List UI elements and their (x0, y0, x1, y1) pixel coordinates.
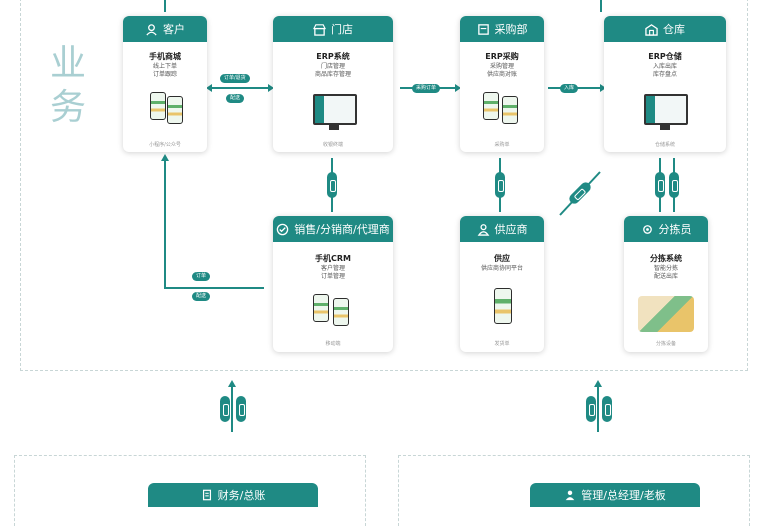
person-icon (477, 223, 489, 236)
flow-label-delivery: 配送 (226, 94, 245, 103)
finance-header[interactable]: 财务/总账 (148, 483, 318, 507)
card-store-title: ERP系统 (316, 52, 350, 61)
side-label: 业务 (44, 42, 92, 130)
card-purchase-footer: 采购单 (494, 142, 510, 148)
card-purchase-desc: 采购管理 供应商对账 (486, 63, 517, 78)
flow-label-purchase-order: 采购订单 (412, 84, 441, 93)
card-supplier-desc: 供应商协同平台 (480, 265, 523, 272)
store-icon (313, 23, 326, 36)
card-customer-desc: 线上下单 订单跟踪 (152, 63, 177, 78)
user-icon (146, 23, 157, 36)
card-warehouse-title: ERP仓储 (648, 52, 682, 61)
handshake-icon (277, 223, 289, 235)
phone-illustration (333, 298, 349, 326)
card-purchase[interactable]: 采购部 ERP采购 采购管理 供应商对账 采购单 (460, 16, 544, 152)
card-warehouse-header: 仓库 (604, 16, 726, 42)
card-warehouse-head-label: 仓库 (663, 23, 685, 36)
card-supplier-footer: 发货单 (494, 341, 510, 347)
monitor-illustration (644, 94, 688, 130)
card-purchase-head-label: 采购部 (494, 23, 528, 36)
card-sorting[interactable]: 分拣员 分拣系统 智能分拣 配送出库 分拣设备 (624, 216, 708, 352)
connector-business-finance-1 (220, 396, 230, 422)
card-purchase-title: ERP采购 (485, 52, 519, 61)
card-purchase-header: 采购部 (460, 16, 544, 42)
card-sales-head-label: 销售/分销商/代理商 (294, 223, 390, 236)
phone-illustration (494, 288, 512, 324)
card-sales-title: 手机CRM (315, 254, 351, 263)
arrow-stub-top-2 (600, 0, 602, 12)
card-store[interactable]: 门店 ERP系统 门店管理 商品库存管理 收银终端 (273, 16, 393, 152)
card-store-header: 门店 (273, 16, 393, 42)
connector-business-manager-2 (602, 396, 612, 422)
side-label-text: 业务 (49, 43, 86, 128)
phone-illustration (167, 96, 183, 124)
flow-label-order: 订单/退货 (220, 74, 250, 83)
finance-header-label: 财务/总账 (217, 489, 266, 502)
card-sorting-footer: 分拣设备 (655, 341, 676, 347)
card-sorting-head-label: 分拣员 (658, 223, 692, 236)
card-sorting-title: 分拣系统 (650, 254, 682, 263)
sorting-illustration (638, 296, 694, 332)
card-sorting-header: 分拣员 (624, 216, 708, 242)
connector-store-sales (327, 172, 337, 198)
phone-illustration (483, 92, 499, 120)
card-store-footer: 收银终端 (322, 142, 343, 148)
management-header-label: 管理/总经理/老板 (581, 489, 666, 502)
card-sorting-desc: 智能分拣 配送出库 (653, 265, 678, 280)
cart-icon (477, 23, 489, 35)
card-warehouse[interactable]: 仓库 ERP仓储 入库出库 库存盘点 仓储系统 (604, 16, 726, 152)
card-sales-desc: 客户管理 订单管理 (320, 265, 345, 280)
card-sales-header: 销售/分销商/代理商 (273, 216, 393, 242)
doc-icon (202, 489, 211, 501)
warehouse-icon (645, 23, 658, 36)
phone-illustration (150, 92, 166, 120)
card-customer-title: 手机商城 (149, 52, 181, 61)
phone-illustration (502, 96, 518, 124)
business-region (20, 0, 748, 371)
card-warehouse-footer: 仓储系统 (654, 142, 675, 148)
monitor-illustration (313, 94, 357, 130)
card-supplier-head-label: 供应商 (494, 223, 528, 236)
card-customer-footer: 小程序/公众号 (149, 142, 181, 148)
card-sales-footer: 移动端 (325, 341, 341, 347)
flow-label-delivery-2: 配送 (192, 292, 211, 301)
card-supplier[interactable]: 供应商 供应 供应商协同平台 发货单 (460, 216, 544, 352)
card-customer[interactable]: 客户 手机商城 线上下单 订单跟踪 小程序/公众号 (123, 16, 207, 152)
connector-business-finance-2 (236, 396, 246, 422)
card-warehouse-desc: 入库出库 库存盘点 (652, 63, 677, 78)
card-store-head-label: 门店 (331, 23, 353, 36)
management-region (398, 455, 750, 526)
arrow-stub-top-1 (164, 0, 166, 12)
card-customer-head-label: 客户 (163, 23, 185, 36)
connector-business-manager-1 (586, 396, 596, 422)
card-supplier-title: 供应 (494, 254, 510, 263)
connector-warehouse-sorting-2 (669, 172, 679, 198)
card-supplier-header: 供应商 (460, 216, 544, 242)
card-store-desc: 门店管理 商品库存管理 (314, 63, 351, 78)
card-sales[interactable]: 销售/分销商/代理商 手机CRM 客户管理 订单管理 移动端 (273, 216, 393, 352)
management-header[interactable]: 管理/总经理/老板 (530, 483, 700, 507)
connector-warehouse-sorting-1 (655, 172, 665, 198)
flow-label-inbound: 入库 (560, 84, 579, 93)
flow-label-order-2: 订单 (192, 272, 211, 281)
phone-illustration (313, 294, 329, 322)
manager-icon (565, 490, 575, 501)
finance-region (14, 455, 366, 526)
card-customer-header: 客户 (123, 16, 207, 42)
connector-purchase-supplier (495, 172, 505, 198)
gear-icon (642, 224, 652, 234)
